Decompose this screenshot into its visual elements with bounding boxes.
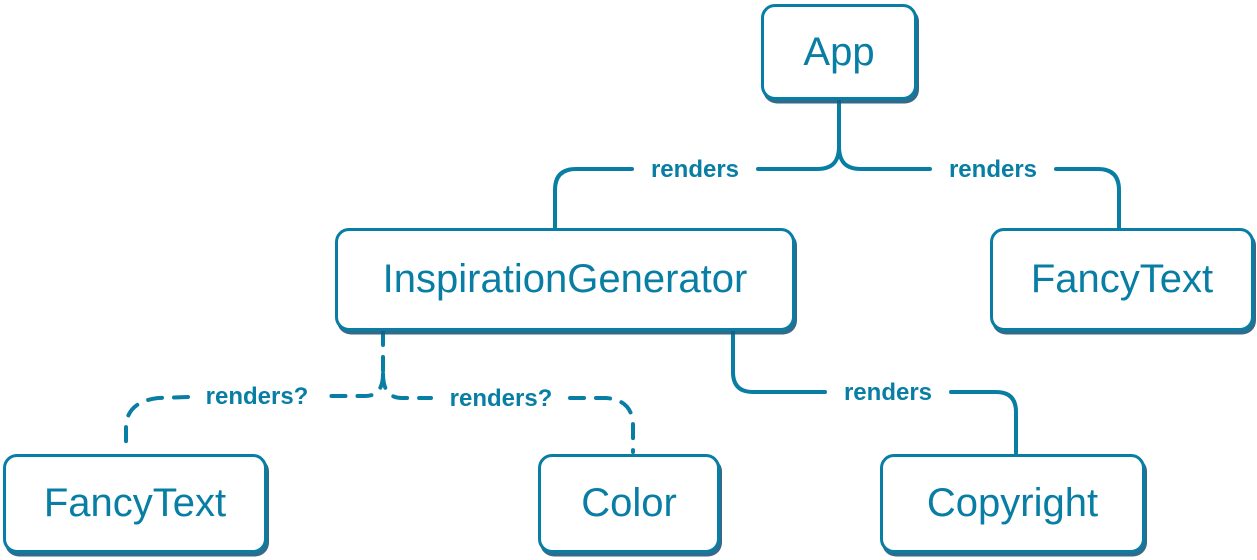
edge-line <box>731 329 827 394</box>
node-copyright: Copyright <box>880 454 1145 553</box>
edge-line <box>837 144 932 171</box>
edge-inspirationgenerator-copyright: renders <box>731 329 1018 455</box>
node-fancy-text-top: FancyText <box>990 228 1254 331</box>
edge-inspirationgenerator-color: renders? <box>381 372 635 454</box>
edge-line <box>756 144 841 171</box>
node-fancy-text-bottom: FancyText <box>3 454 267 553</box>
edge-label-renders: renders <box>651 156 739 183</box>
edge-line <box>553 167 634 231</box>
edge-app-fancytext: renders <box>837 144 1121 231</box>
edge-line <box>1054 167 1121 231</box>
edge-label-renders: renders <box>844 379 932 406</box>
edge-line <box>381 372 433 400</box>
edge-line <box>568 396 635 454</box>
node-inspiration-generator: InspirationGenerator <box>335 228 795 331</box>
edge-label-renders: renders <box>949 156 1037 183</box>
edge-inspirationgenerator-fancytext: renders? <box>124 372 385 454</box>
edge-label-renders-question: renders? <box>450 385 553 412</box>
edge-line <box>328 372 385 398</box>
edge-label-renders-question: renders? <box>206 383 309 410</box>
edge-line <box>949 390 1018 455</box>
node-color: Color <box>538 454 720 553</box>
edge-line <box>124 395 190 454</box>
node-app: App <box>761 4 917 100</box>
edge-app-inspirationgenerator: renders <box>553 144 841 231</box>
